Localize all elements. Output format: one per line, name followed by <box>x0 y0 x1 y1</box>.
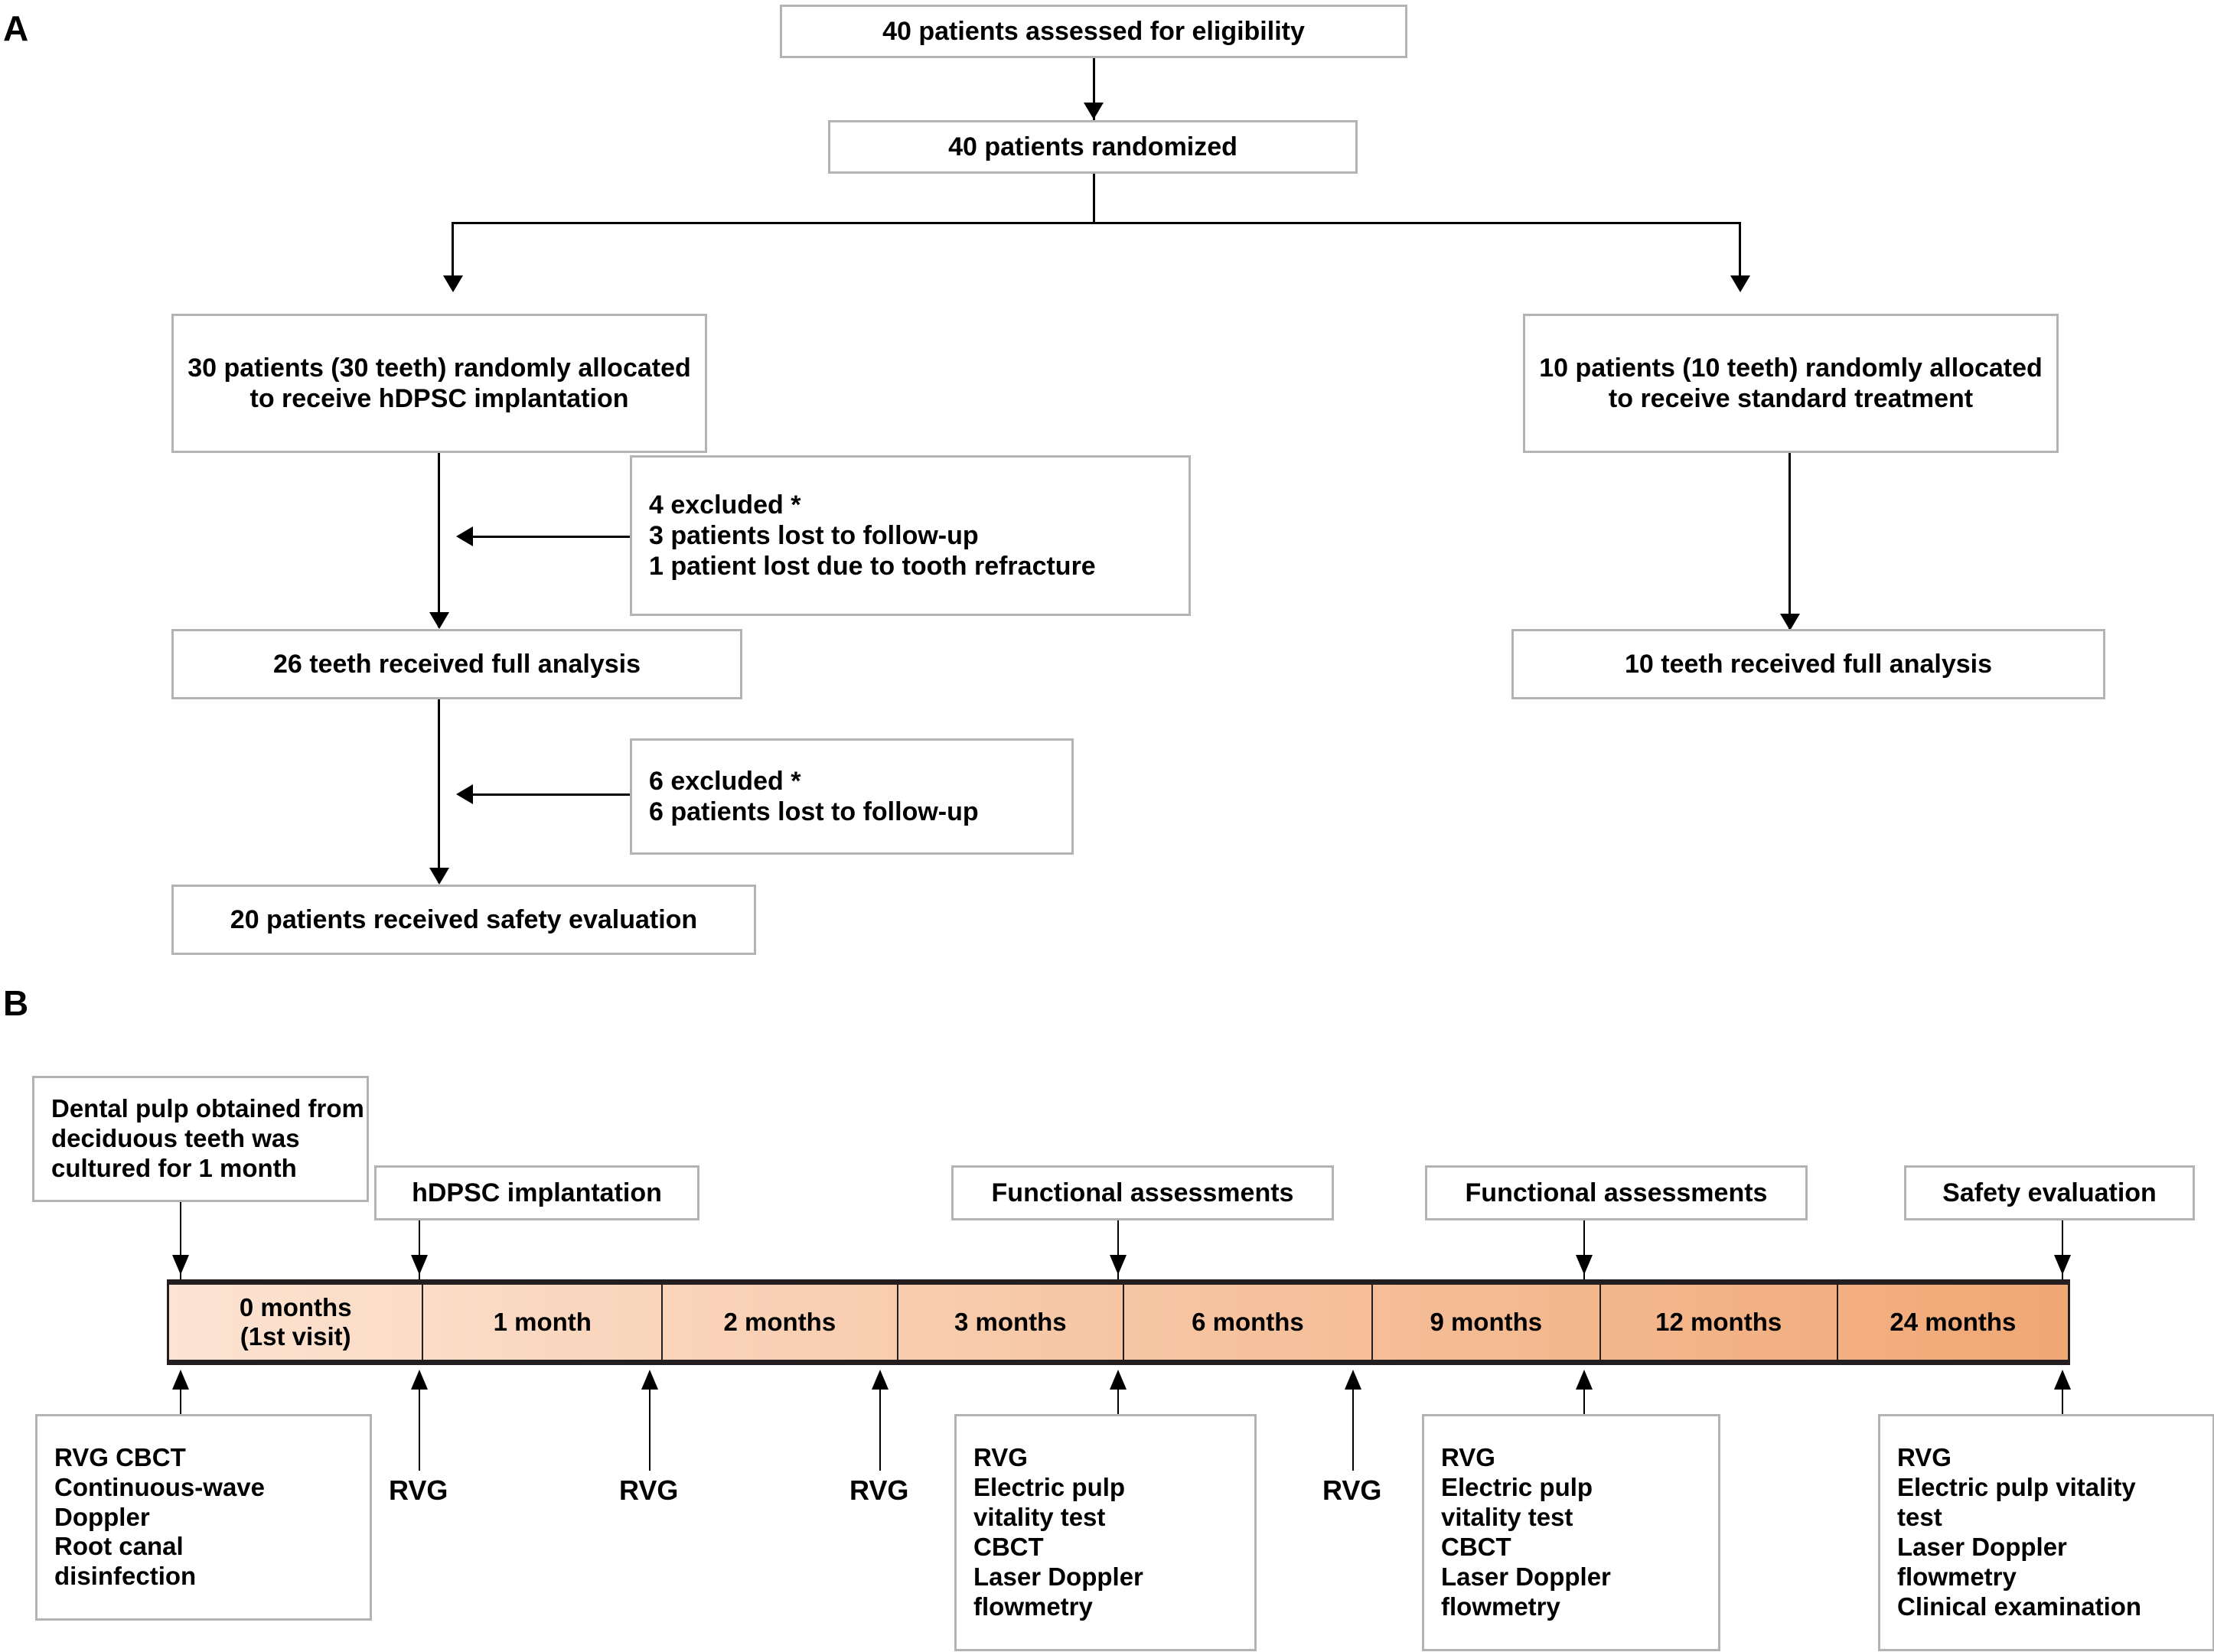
timeline-segment-4: 6 months <box>1123 1285 1373 1360</box>
timeline-above-arrow-0 <box>172 1255 189 1275</box>
timeline-above-stem-3 <box>1583 1220 1585 1282</box>
timeline-below-arrow-3 <box>2054 1370 2071 1390</box>
timeline-below-arrow-1 <box>1110 1370 1127 1390</box>
timeline-below-stem-0 <box>180 1386 181 1432</box>
connector-randomized-stem <box>1093 174 1095 223</box>
box-randomized: 40 patients randomized <box>828 120 1358 174</box>
box-analysis-control-text: 10 teeth received full analysis <box>1624 649 1993 679</box>
timeline-above-stem-1 <box>419 1220 420 1282</box>
timeline-above-box-1-text: hDPSC implantation <box>412 1178 662 1207</box>
box-allocation-control: 10 patients (10 teeth) randomly allocate… <box>1523 314 2059 453</box>
box-allocation-test-text: 30 patients (30 teeth) randomly allocate… <box>187 353 691 413</box>
connector-alloc-control-to-analysis <box>1788 453 1791 629</box>
box-allocation-control-text: 10 patients (10 teeth) randomly allocate… <box>1539 353 2043 413</box>
timeline-segment-6: 12 months <box>1600 1285 1838 1360</box>
timeline-segment-1: 1 month <box>423 1285 664 1360</box>
timeline-above-stem-4 <box>2062 1220 2063 1282</box>
timeline-below-stem-rvg-3 <box>1352 1386 1354 1471</box>
timeline-below-box-0: RVG CBCT Continuous-wave Doppler Root ca… <box>35 1414 372 1621</box>
box-excluded-2-text: 6 excluded * 6 patients lost to follow-u… <box>649 766 979 826</box>
box-safety-evaluation: 20 patients received safety evaluation <box>171 885 756 955</box>
connector-allocation-left-drop <box>452 222 454 283</box>
timeline-above-box-4-text: Safety evaluation <box>1942 1178 2157 1207</box>
timeline-below-box-2-text: RVG Electric pulp vitality test CBCT Las… <box>1441 1443 1611 1621</box>
timeline-above-box-0-text: Dental pulp obtained from deciduous teet… <box>51 1094 364 1182</box>
timeline-below-arrow-rvg-1 <box>641 1370 658 1390</box>
box-analysis-control: 10 teeth received full analysis <box>1511 629 2105 699</box>
timeline-above-box-2: Functional assessments <box>951 1165 1334 1220</box>
arrow-down-analysis-control <box>1780 614 1800 630</box>
timeline-below-mark-0: RVG <box>389 1474 448 1506</box>
timeline-below-box-3: RVG Electric pulp vitality test Laser Do… <box>1878 1414 2214 1651</box>
timeline-above-box-3-text: Functional assessments <box>1465 1178 1768 1207</box>
timeline-above-arrow-4 <box>2054 1255 2071 1275</box>
timeline-below-stem-rvg-1 <box>649 1386 651 1471</box>
timeline-below-stem-3 <box>2062 1386 2063 1432</box>
timeline-above-stem-0 <box>180 1202 181 1282</box>
box-enrollment-text: 40 patients assessed for eligibility <box>882 16 1305 46</box>
connector-analysis-to-safety <box>438 699 440 883</box>
timeline-below-stem-rvg-2 <box>879 1386 881 1471</box>
arrow-left-excluded-2 <box>456 784 473 804</box>
timeline-below-stem-1 <box>1117 1386 1119 1432</box>
timeline-below-stem-2 <box>1583 1386 1585 1432</box>
timeline-below-box-1-text: RVG Electric pulp vitality test CBCT Las… <box>973 1443 1143 1621</box>
connector-alloc-to-analysis <box>438 453 440 627</box>
box-excluded-2: 6 excluded * 6 patients lost to follow-u… <box>630 738 1074 855</box>
timeline-segment-0: 0 months (1st visit) <box>169 1285 424 1360</box>
timeline-above-box-3: Functional assessments <box>1425 1165 1808 1220</box>
connector-excluded-2 <box>459 793 630 796</box>
timeline-below-arrow-0 <box>172 1370 189 1390</box>
arrow-down-alloc-test <box>443 275 463 292</box>
timeline-below-box-0-text: RVG CBCT Continuous-wave Doppler Root ca… <box>54 1442 266 1591</box>
arrow-down-analysis-test <box>429 612 449 629</box>
timeline-above-arrow-3 <box>1576 1255 1593 1275</box>
timeline-below-mark-1: RVG <box>619 1474 679 1506</box>
box-randomized-text: 40 patients randomized <box>948 132 1237 161</box>
connector-allocation-bus <box>452 222 1741 224</box>
timeline-below-arrow-rvg-0 <box>411 1370 428 1390</box>
timeline-above-arrow-2 <box>1110 1255 1127 1275</box>
timeline-below-mark-3: RVG <box>1322 1474 1382 1506</box>
box-analysis-test: 26 teeth received full analysis <box>171 629 742 699</box>
box-enrollment: 40 patients assessed for eligibility <box>780 5 1407 58</box>
timeline-above-stem-2 <box>1117 1220 1119 1282</box>
panel-label-a: A <box>3 8 29 48</box>
arrow-down-alloc-control <box>1730 275 1750 292</box>
timeline-below-box-2: RVG Electric pulp vitality test CBCT Las… <box>1422 1414 1720 1651</box>
connector-excluded-1 <box>459 536 630 538</box>
timeline-above-arrow-1 <box>411 1255 428 1275</box>
timeline-segment-5: 9 months <box>1372 1285 1601 1360</box>
timeline-above-box-2-text: Functional assessments <box>991 1178 1294 1207</box>
arrow-down-randomized <box>1084 103 1104 119</box>
timeline-below-arrow-rvg-2 <box>872 1370 889 1390</box>
panel-label-b: B <box>3 983 29 1023</box>
arrow-left-excluded-1 <box>456 526 473 546</box>
timeline-below-stem-rvg-0 <box>419 1386 420 1471</box>
box-allocation-test: 30 patients (30 teeth) randomly allocate… <box>171 314 707 453</box>
timeline-below-mark-2: RVG <box>849 1474 909 1506</box>
study-timeline: 0 months (1st visit) 1 month 2 months 3 … <box>167 1279 2070 1365</box>
connector-enrollment-randomized <box>1093 58 1095 121</box>
timeline-above-box-1: hDPSC implantation <box>374 1165 699 1220</box>
box-excluded-1-text: 4 excluded * 3 patients lost to follow-u… <box>649 490 1096 582</box>
timeline-below-box-1: RVG Electric pulp vitality test CBCT Las… <box>954 1414 1257 1651</box>
arrow-down-safety <box>429 868 449 885</box>
timeline-segment-2: 2 months <box>663 1285 898 1360</box>
timeline-below-arrow-rvg-3 <box>1345 1370 1361 1390</box>
timeline-above-box-4: Safety evaluation <box>1904 1165 2195 1220</box>
timeline-segment-7: 24 months <box>1837 1285 2068 1360</box>
timeline-segment-3: 3 months <box>898 1285 1124 1360</box>
box-excluded-1: 4 excluded * 3 patients lost to follow-u… <box>630 455 1191 616</box>
timeline-below-box-3-text: RVG Electric pulp vitality test Laser Do… <box>1897 1443 2142 1621</box>
box-safety-evaluation-text: 20 patients received safety evaluation <box>230 904 698 934</box>
box-analysis-test-text: 26 teeth received full analysis <box>272 649 641 679</box>
timeline-above-box-0: Dental pulp obtained from deciduous teet… <box>32 1076 369 1202</box>
timeline-below-arrow-2 <box>1576 1370 1593 1390</box>
connector-allocation-right-drop <box>1739 222 1741 283</box>
